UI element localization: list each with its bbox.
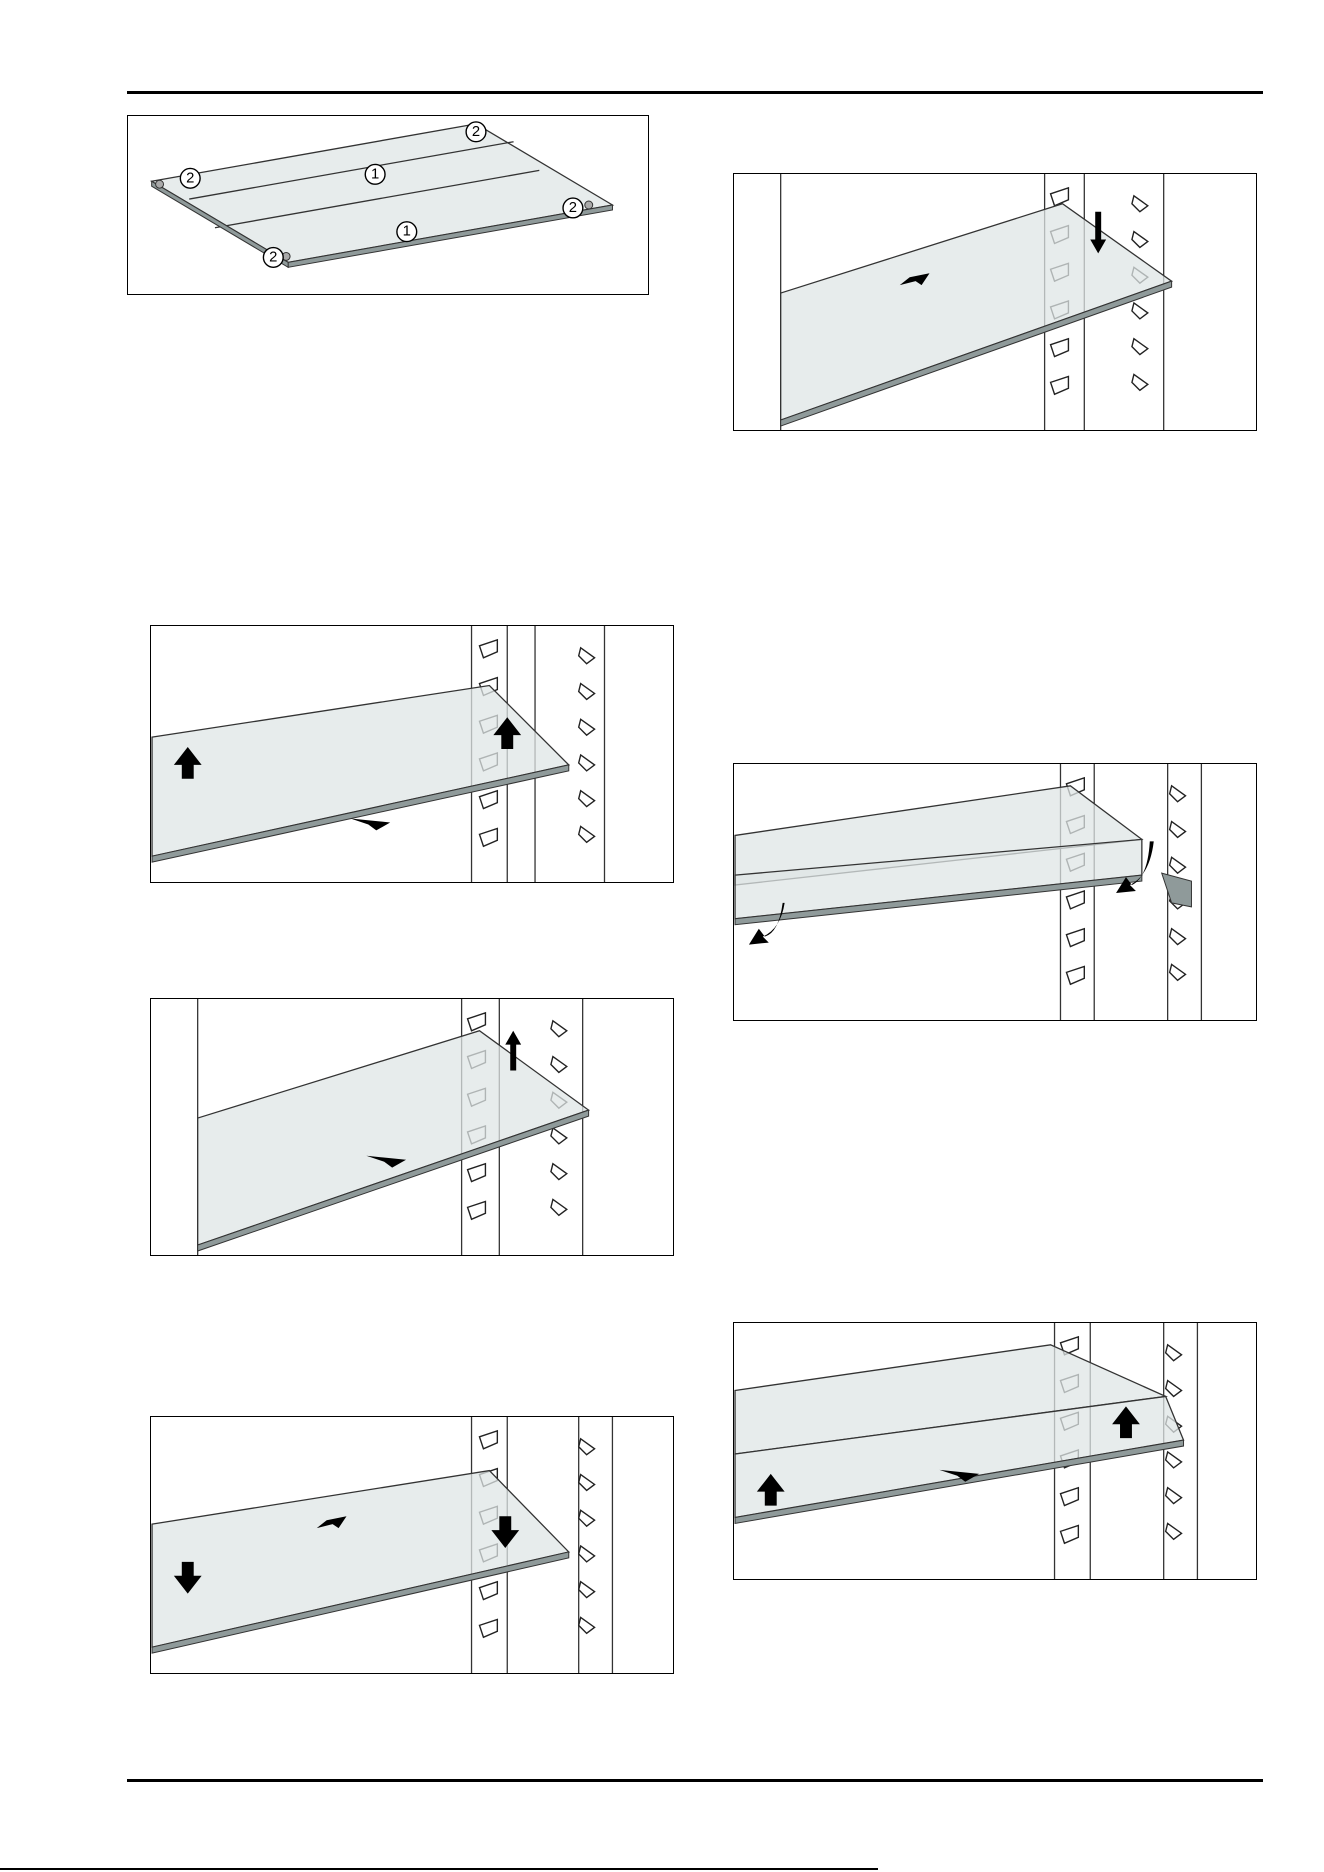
- bottom-line: [0, 1868, 878, 1870]
- svg-text:1: 1: [371, 166, 379, 182]
- callout-2-right: 2: [563, 198, 583, 218]
- figure-step-insert-shelf-left: [150, 1416, 674, 1674]
- svg-text:2: 2: [186, 170, 194, 186]
- callout-1-bottom: 1: [397, 222, 417, 242]
- callout-1-top: 1: [365, 164, 385, 184]
- svg-text:2: 2: [472, 124, 480, 140]
- figure-step-lift-split-shelf: [733, 1322, 1257, 1580]
- figure-step-insert-shelf-right: [733, 173, 1257, 431]
- callout-2-top-right: 2: [466, 122, 486, 142]
- figure-step-lift-shelf: [150, 625, 674, 883]
- footer-rule: [127, 1779, 1263, 1782]
- figure-shelf-components: 1 1 2 2 2 2: [127, 115, 649, 295]
- svg-text:2: 2: [269, 249, 277, 265]
- figure-step-remove-shelf: [150, 998, 674, 1256]
- header-rule: [127, 91, 1263, 94]
- svg-text:2: 2: [569, 200, 577, 216]
- figure-step-unfold-shelf: [733, 763, 1257, 1021]
- callout-2-left: 2: [180, 168, 200, 188]
- callout-2-bottom: 2: [263, 248, 283, 268]
- svg-text:1: 1: [403, 224, 411, 240]
